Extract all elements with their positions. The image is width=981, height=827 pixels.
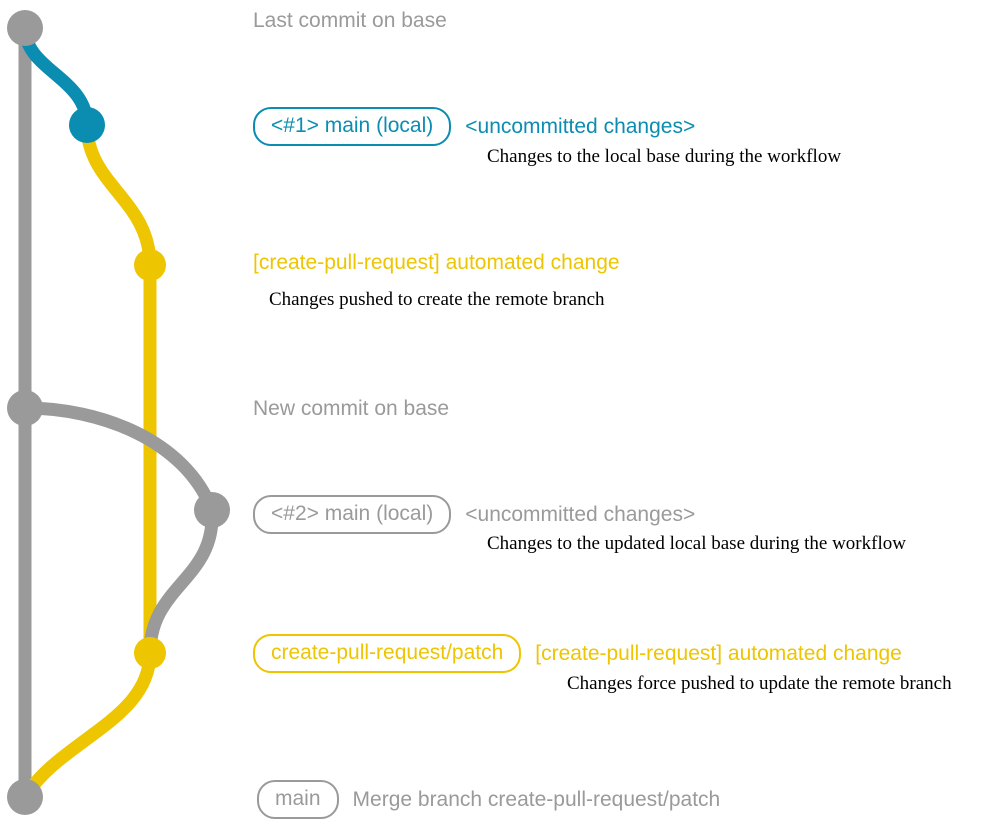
commit-subject: [create-pull-request] automated change — [535, 641, 902, 665]
commit-row-remote-force-push: create-pull-request/patch [create-pull-r… — [253, 634, 902, 673]
ref-pill-main-local-2[interactable]: <#2> main (local) — [253, 495, 452, 534]
node-base-last — [7, 10, 43, 46]
edge-branch-remote-1 — [80, 118, 157, 272]
commit-caption-local-uncommitted-1: Changes to the local base during the wor… — [487, 146, 842, 167]
ref-pill-main-local-1[interactable]: <#1> main (local) — [253, 107, 452, 146]
node-base-merge — [7, 779, 43, 815]
commit-row-line: main Merge branch create-pull-request/pa… — [257, 780, 720, 819]
commit-row-line: create-pull-request/patch [create-pull-r… — [253, 634, 902, 673]
commit-row-line: [create-pull-request] automated change — [253, 251, 620, 275]
commit-subject: <uncommitted changes> — [465, 114, 696, 138]
commit-caption-remote-push-create: Changes pushed to create the remote bran… — [269, 289, 605, 310]
commit-subject: New commit on base — [253, 397, 450, 420]
node-remote-1 — [134, 249, 166, 281]
commit-subject: Last commit on base — [253, 9, 447, 32]
commit-row-remote-push-create: [create-pull-request] automated change — [253, 251, 620, 275]
commit-subject: <uncommitted changes> — [465, 502, 696, 526]
commit-row-line: New commit on base — [253, 397, 449, 421]
commit-row-line: Last commit on base — [253, 9, 447, 33]
commit-row-merge-into-main: main Merge branch create-pull-request/pa… — [257, 780, 720, 819]
node-local-1 — [69, 107, 105, 143]
ref-pill-create-pull-request-patch[interactable]: create-pull-request/patch — [253, 634, 522, 673]
commit-row-last-commit-on-base: Last commit on base — [253, 9, 447, 33]
edge-merge — [18, 646, 157, 804]
node-base-new — [7, 390, 43, 426]
commit-row-line: <#1> main (local) <uncommitted changes> — [253, 107, 695, 146]
node-remote-2 — [134, 637, 166, 669]
commit-row-local-uncommitted-1: <#1> main (local) <uncommitted changes> — [253, 107, 695, 146]
edge-branch-remote-2 — [143, 503, 219, 660]
commit-subject: Merge branch create-pull-request/patch — [352, 787, 721, 811]
edge-branch-local-2 — [18, 401, 219, 517]
commit-caption-local-uncommitted-2: Changes to the updated local base during… — [487, 533, 906, 554]
commit-row-local-uncommitted-2: <#2> main (local) <uncommitted changes> — [253, 495, 695, 534]
commit-caption-remote-force-push: Changes force pushed to update the remot… — [567, 673, 952, 694]
commit-subject: [create-pull-request] automated change — [253, 251, 620, 274]
commit-row-new-commit-on-base: New commit on base — [253, 397, 449, 421]
ref-pill-main[interactable]: main — [257, 780, 339, 819]
node-local-2 — [194, 492, 230, 528]
commit-row-line: <#2> main (local) <uncommitted changes> — [253, 495, 695, 534]
